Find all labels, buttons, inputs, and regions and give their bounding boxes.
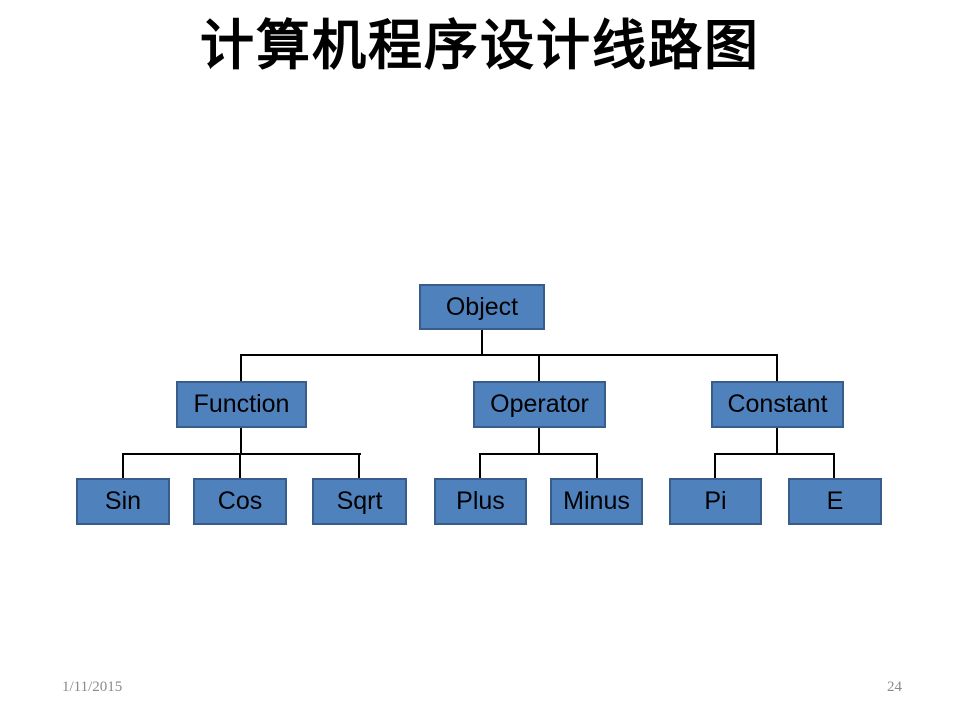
- connector-line: [479, 453, 481, 478]
- node-sin: Sin: [76, 478, 170, 525]
- node-minus: Minus: [550, 478, 643, 525]
- connector-line: [776, 428, 778, 454]
- node-pi: Pi: [669, 478, 762, 525]
- connector-line: [122, 453, 361, 455]
- connector-line: [833, 453, 835, 478]
- node-constant: Constant: [711, 381, 844, 428]
- slide-date: 1/11/2015: [62, 679, 123, 695]
- node-operator: Operator: [473, 381, 606, 428]
- node-sqrt: Sqrt: [312, 478, 407, 525]
- connector-line: [481, 330, 483, 356]
- connector-line: [596, 453, 598, 478]
- connector-line: [714, 453, 835, 455]
- node-object: Object: [419, 284, 545, 330]
- node-function: Function: [176, 381, 307, 428]
- page-number: 24: [887, 679, 902, 695]
- connector-line: [358, 453, 360, 478]
- connector-line: [240, 354, 778, 356]
- connector-line: [240, 354, 242, 381]
- node-e: E: [788, 478, 882, 525]
- connector-line: [239, 453, 241, 478]
- connector-line: [479, 453, 598, 455]
- connector-line: [122, 453, 124, 478]
- node-plus: Plus: [434, 478, 527, 525]
- connector-line: [714, 453, 716, 478]
- connector-line: [538, 428, 540, 454]
- connector-line: [776, 354, 778, 381]
- connector-line: [240, 428, 242, 454]
- connector-line: [538, 354, 540, 381]
- node-cos: Cos: [193, 478, 287, 525]
- slide-title: 计算机程序设计线路图: [200, 16, 760, 76]
